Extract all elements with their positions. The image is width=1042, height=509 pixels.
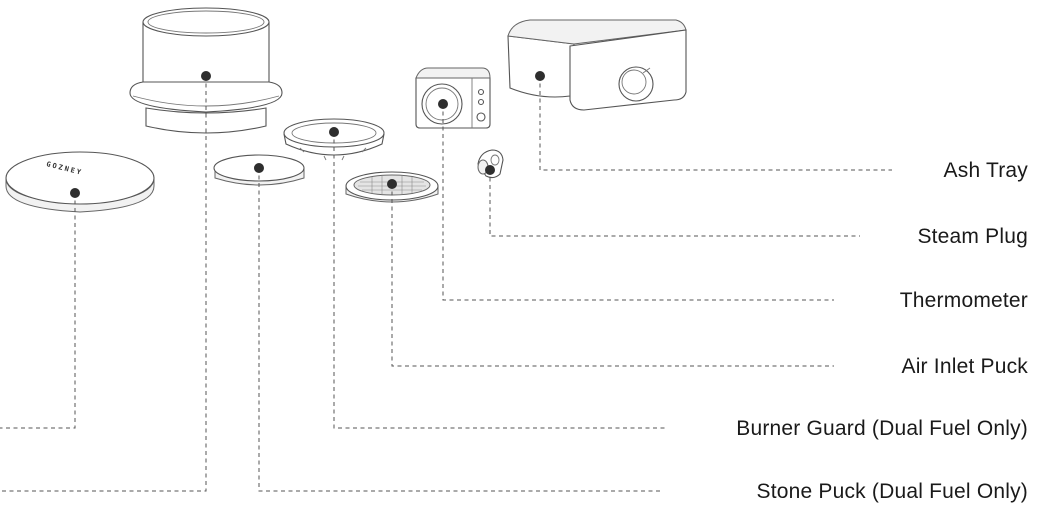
- thermometer-anchor-dot: [438, 99, 448, 109]
- thermometer-leader: [442, 104, 834, 301]
- steam-plug-leader: [489, 170, 860, 237]
- ash-tray-anchor-dot: [535, 71, 545, 81]
- lid-anchor-dot: [70, 188, 80, 198]
- lid-leader: [0, 193, 76, 429]
- stone-puck-anchor-dot: [254, 163, 264, 173]
- stone-puck-leader: [258, 168, 662, 492]
- burner-guard-leader: [333, 132, 668, 429]
- ash-tray-part: [507, 19, 687, 111]
- cylinder-anchor-dot: [201, 71, 211, 81]
- leader-lines: [0, 76, 892, 492]
- steam-plug-anchor-dot: [485, 165, 495, 175]
- thermometer-part: [415, 67, 491, 129]
- air-inlet-puck-anchor-dot: [387, 179, 397, 189]
- burner-guard-anchor-dot: [329, 127, 339, 137]
- lid-part: GOZNEY: [5, 151, 155, 213]
- anchor-dots: [70, 71, 545, 198]
- cylinder-part: [129, 7, 283, 134]
- air-inlet-puck-leader: [391, 184, 834, 367]
- cylinder-leader: [0, 76, 207, 492]
- ash-tray-leader: [539, 76, 892, 171]
